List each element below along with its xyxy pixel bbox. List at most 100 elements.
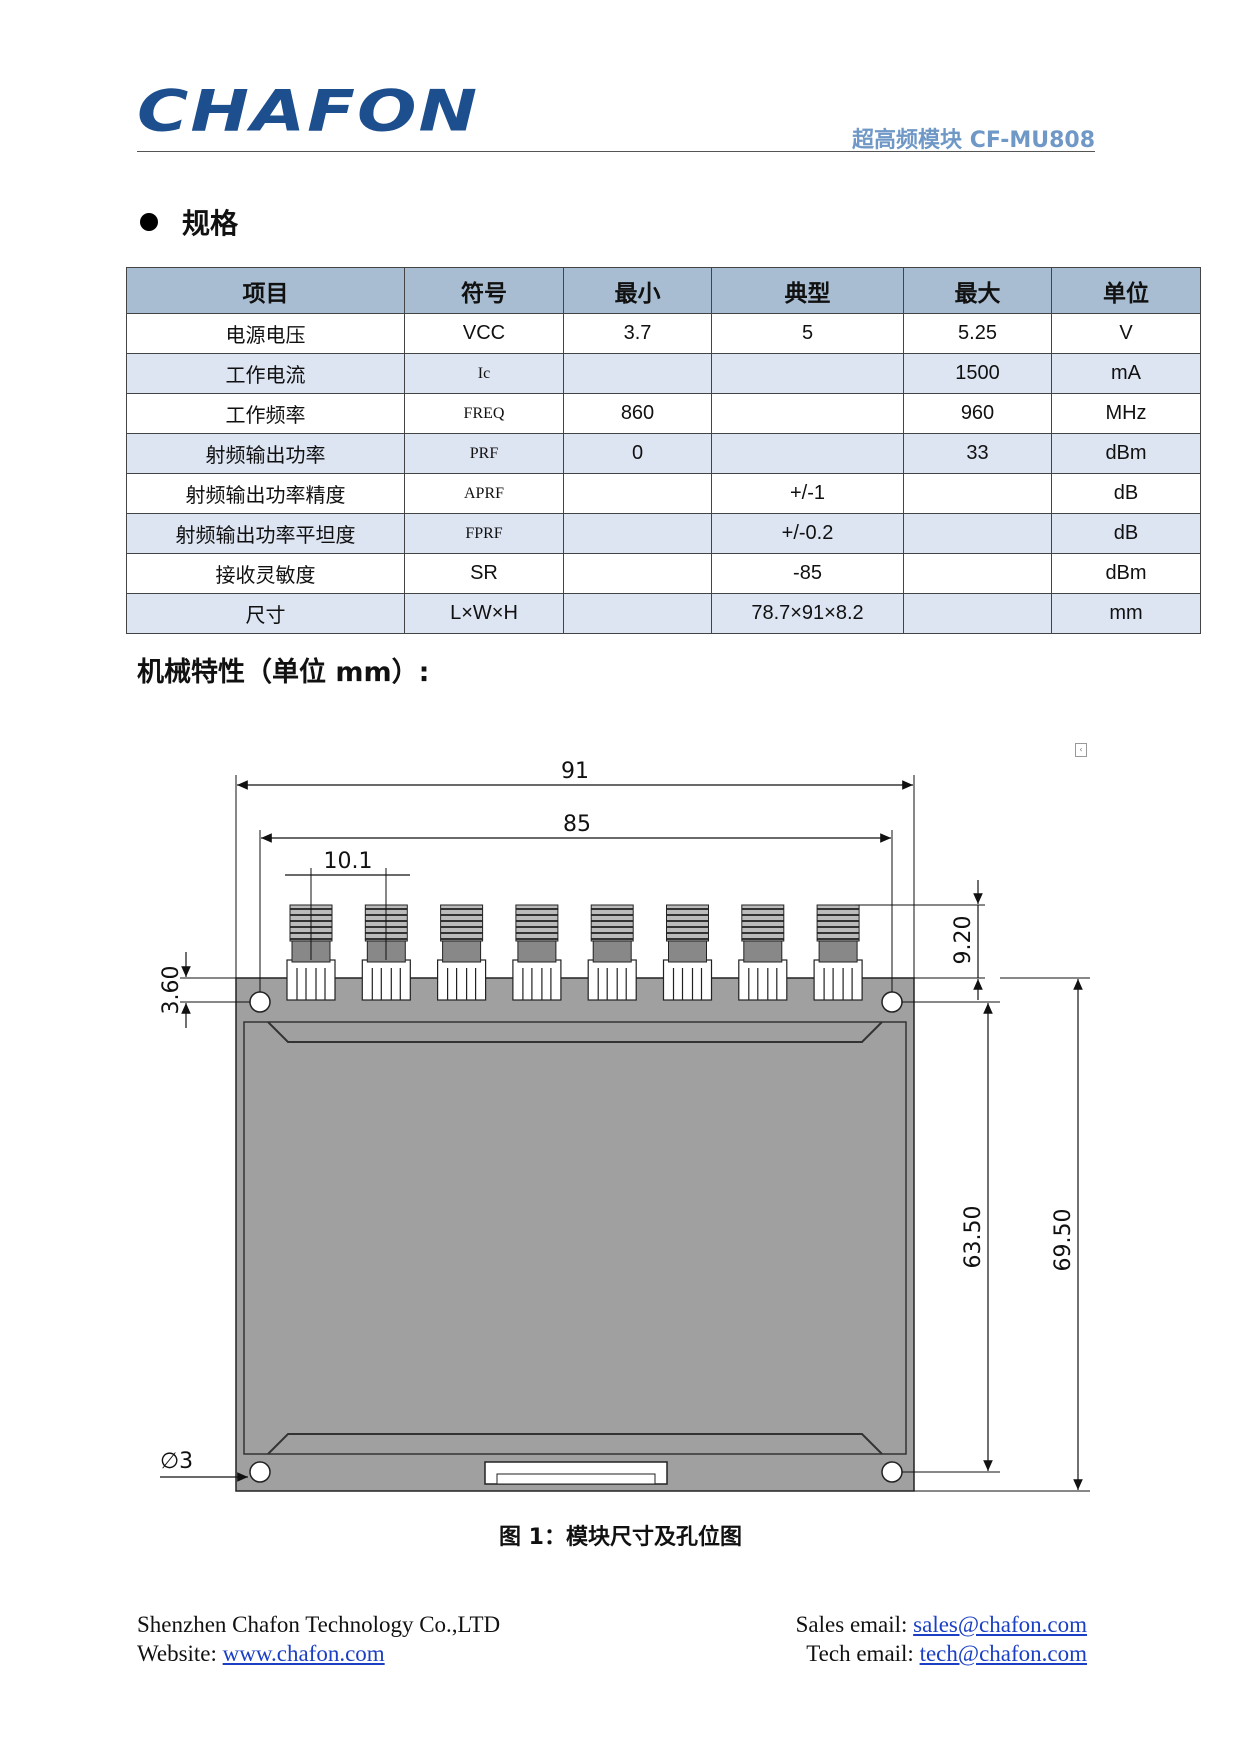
cell-item: 接收灵敏度 <box>126 553 405 594</box>
section-title-mechanical: 机械特性（单位 mm）: <box>137 657 430 688</box>
cell-max: 960 <box>903 393 1052 434</box>
cell-unit: dB <box>1051 473 1201 514</box>
mounting-hole <box>881 991 903 1013</box>
footer-tech: Tech email: tech@chafon.com <box>806 1641 1087 1667</box>
connector-thread <box>741 904 785 942</box>
cell-symbol: FPRF <box>404 513 564 554</box>
footer-sales: Sales email: sales@chafon.com <box>796 1612 1087 1638</box>
dim-hole-spacing: 85 <box>563 812 591 837</box>
cell-min: 0 <box>563 433 712 474</box>
cell-max <box>903 513 1052 554</box>
cell-unit: dBm <box>1051 433 1201 474</box>
connector-base <box>512 959 562 1001</box>
rf-connector <box>587 904 637 1001</box>
dim-hole-height: 63.50 <box>961 1206 986 1269</box>
cell-max <box>903 593 1052 634</box>
cell-symbol: Ic <box>404 353 564 394</box>
connector-body <box>743 939 783 963</box>
cell-unit: mA <box>1051 353 1201 394</box>
cell-item: 电源电压 <box>126 313 405 354</box>
cell-min: 3.7 <box>563 313 712 354</box>
header-connector-pins <box>496 1473 656 1485</box>
rf-connector <box>437 904 487 1001</box>
cell-min <box>563 593 712 634</box>
product-title: 超高频模块 CF-MU808 <box>852 128 1095 153</box>
header-divider <box>137 151 1095 152</box>
connector-base <box>587 959 637 1001</box>
spec-table: 项目 符号 最小 典型 最大 单位 电源电压 VCC 3.7 5 5.25 V … <box>126 267 1201 634</box>
cell-symbol: FREQ <box>404 393 564 434</box>
connector-body <box>442 939 482 963</box>
cell-item: 工作电流 <box>126 353 405 394</box>
table-row: 射频输出功率平坦度 FPRF +/-0.2 dB <box>126 513 1201 554</box>
footer-tech-label: Tech email: <box>806 1641 920 1666</box>
connector-thread <box>440 904 484 942</box>
website-link[interactable]: www.chafon.com <box>222 1641 385 1666</box>
dim-total-width: 91 <box>561 759 589 784</box>
cell-unit: dB <box>1051 513 1201 554</box>
connector-thread <box>515 904 559 942</box>
connector-base <box>662 959 713 1001</box>
cell-max: 33 <box>903 433 1052 474</box>
connector-base <box>286 959 336 1001</box>
cell-min <box>563 553 712 594</box>
shield-top-bevel <box>267 1021 883 1043</box>
connector-body <box>668 939 707 963</box>
mounting-hole <box>249 991 271 1013</box>
shield-cover <box>243 1021 907 1455</box>
table-row: 电源电压 VCC 3.7 5 5.25 V <box>126 313 1201 354</box>
connector-thread <box>816 904 860 942</box>
figure-caption: 图 1：模块尺寸及孔位图 <box>499 1525 742 1550</box>
cell-max <box>903 473 1052 514</box>
table-row: 尺寸 L×W×H 78.7×91×8.2 mm <box>126 593 1201 634</box>
table-row: 射频输出功率 PRF 0 33 dBm <box>126 433 1201 474</box>
connector-body <box>818 939 858 963</box>
dim-hole-diameter: ∅3 <box>160 1449 193 1474</box>
cell-typ: -85 <box>711 553 904 594</box>
shield-bottom-bevel <box>267 1433 883 1455</box>
cell-typ <box>711 393 904 434</box>
cell-item: 尺寸 <box>126 593 405 634</box>
cell-min <box>563 353 712 394</box>
cell-typ: 78.7×91×8.2 <box>711 593 904 634</box>
rf-connector <box>662 904 713 1001</box>
cell-typ: +/-0.2 <box>711 513 904 554</box>
dim-connector-height: 9.20 <box>951 916 976 965</box>
cell-unit: V <box>1051 313 1201 354</box>
table-row: 工作频率 FREQ 860 960 MHz <box>126 393 1201 434</box>
footer-website: Website: www.chafon.com <box>137 1641 385 1667</box>
cell-item: 射频输出功率 <box>126 433 405 474</box>
connector-thread <box>666 904 709 942</box>
cell-symbol: SR <box>404 553 564 594</box>
dim-connector-pitch: 10.1 <box>324 849 373 874</box>
cell-item: 工作频率 <box>126 393 405 434</box>
rf-connector <box>512 904 562 1001</box>
col-header-min: 最小 <box>563 267 712 314</box>
connector-thread <box>590 904 634 942</box>
col-header-typ: 典型 <box>711 267 904 314</box>
col-header-symbol: 符号 <box>404 267 564 314</box>
connector-base <box>361 959 411 1001</box>
tech-email-link[interactable]: tech@chafon.com <box>919 1641 1087 1666</box>
mounting-hole <box>881 1461 903 1483</box>
mounting-hole <box>249 1461 271 1483</box>
dim-hole-offset: 3.60 <box>159 966 184 1015</box>
dim-board-height: 69.50 <box>1051 1209 1076 1272</box>
cell-symbol: L×W×H <box>404 593 564 634</box>
table-row: 工作电流 Ic 1500 mA <box>126 353 1201 394</box>
rf-connector <box>813 904 863 1001</box>
col-header-item: 项目 <box>126 267 405 314</box>
section-title-specs: 规格 <box>182 207 239 240</box>
cell-symbol: VCC <box>404 313 564 354</box>
cell-max: 5.25 <box>903 313 1052 354</box>
connector-body <box>517 939 557 963</box>
rf-connector <box>738 904 788 1001</box>
anchor-marker-icon: ‹ <box>1075 743 1087 757</box>
cell-symbol: PRF <box>404 433 564 474</box>
table-row: 接收灵敏度 SR -85 dBm <box>126 553 1201 594</box>
connector-base <box>437 959 487 1001</box>
sales-email-link[interactable]: sales@chafon.com <box>913 1612 1087 1637</box>
connector-base <box>738 959 788 1001</box>
cell-typ <box>711 353 904 394</box>
